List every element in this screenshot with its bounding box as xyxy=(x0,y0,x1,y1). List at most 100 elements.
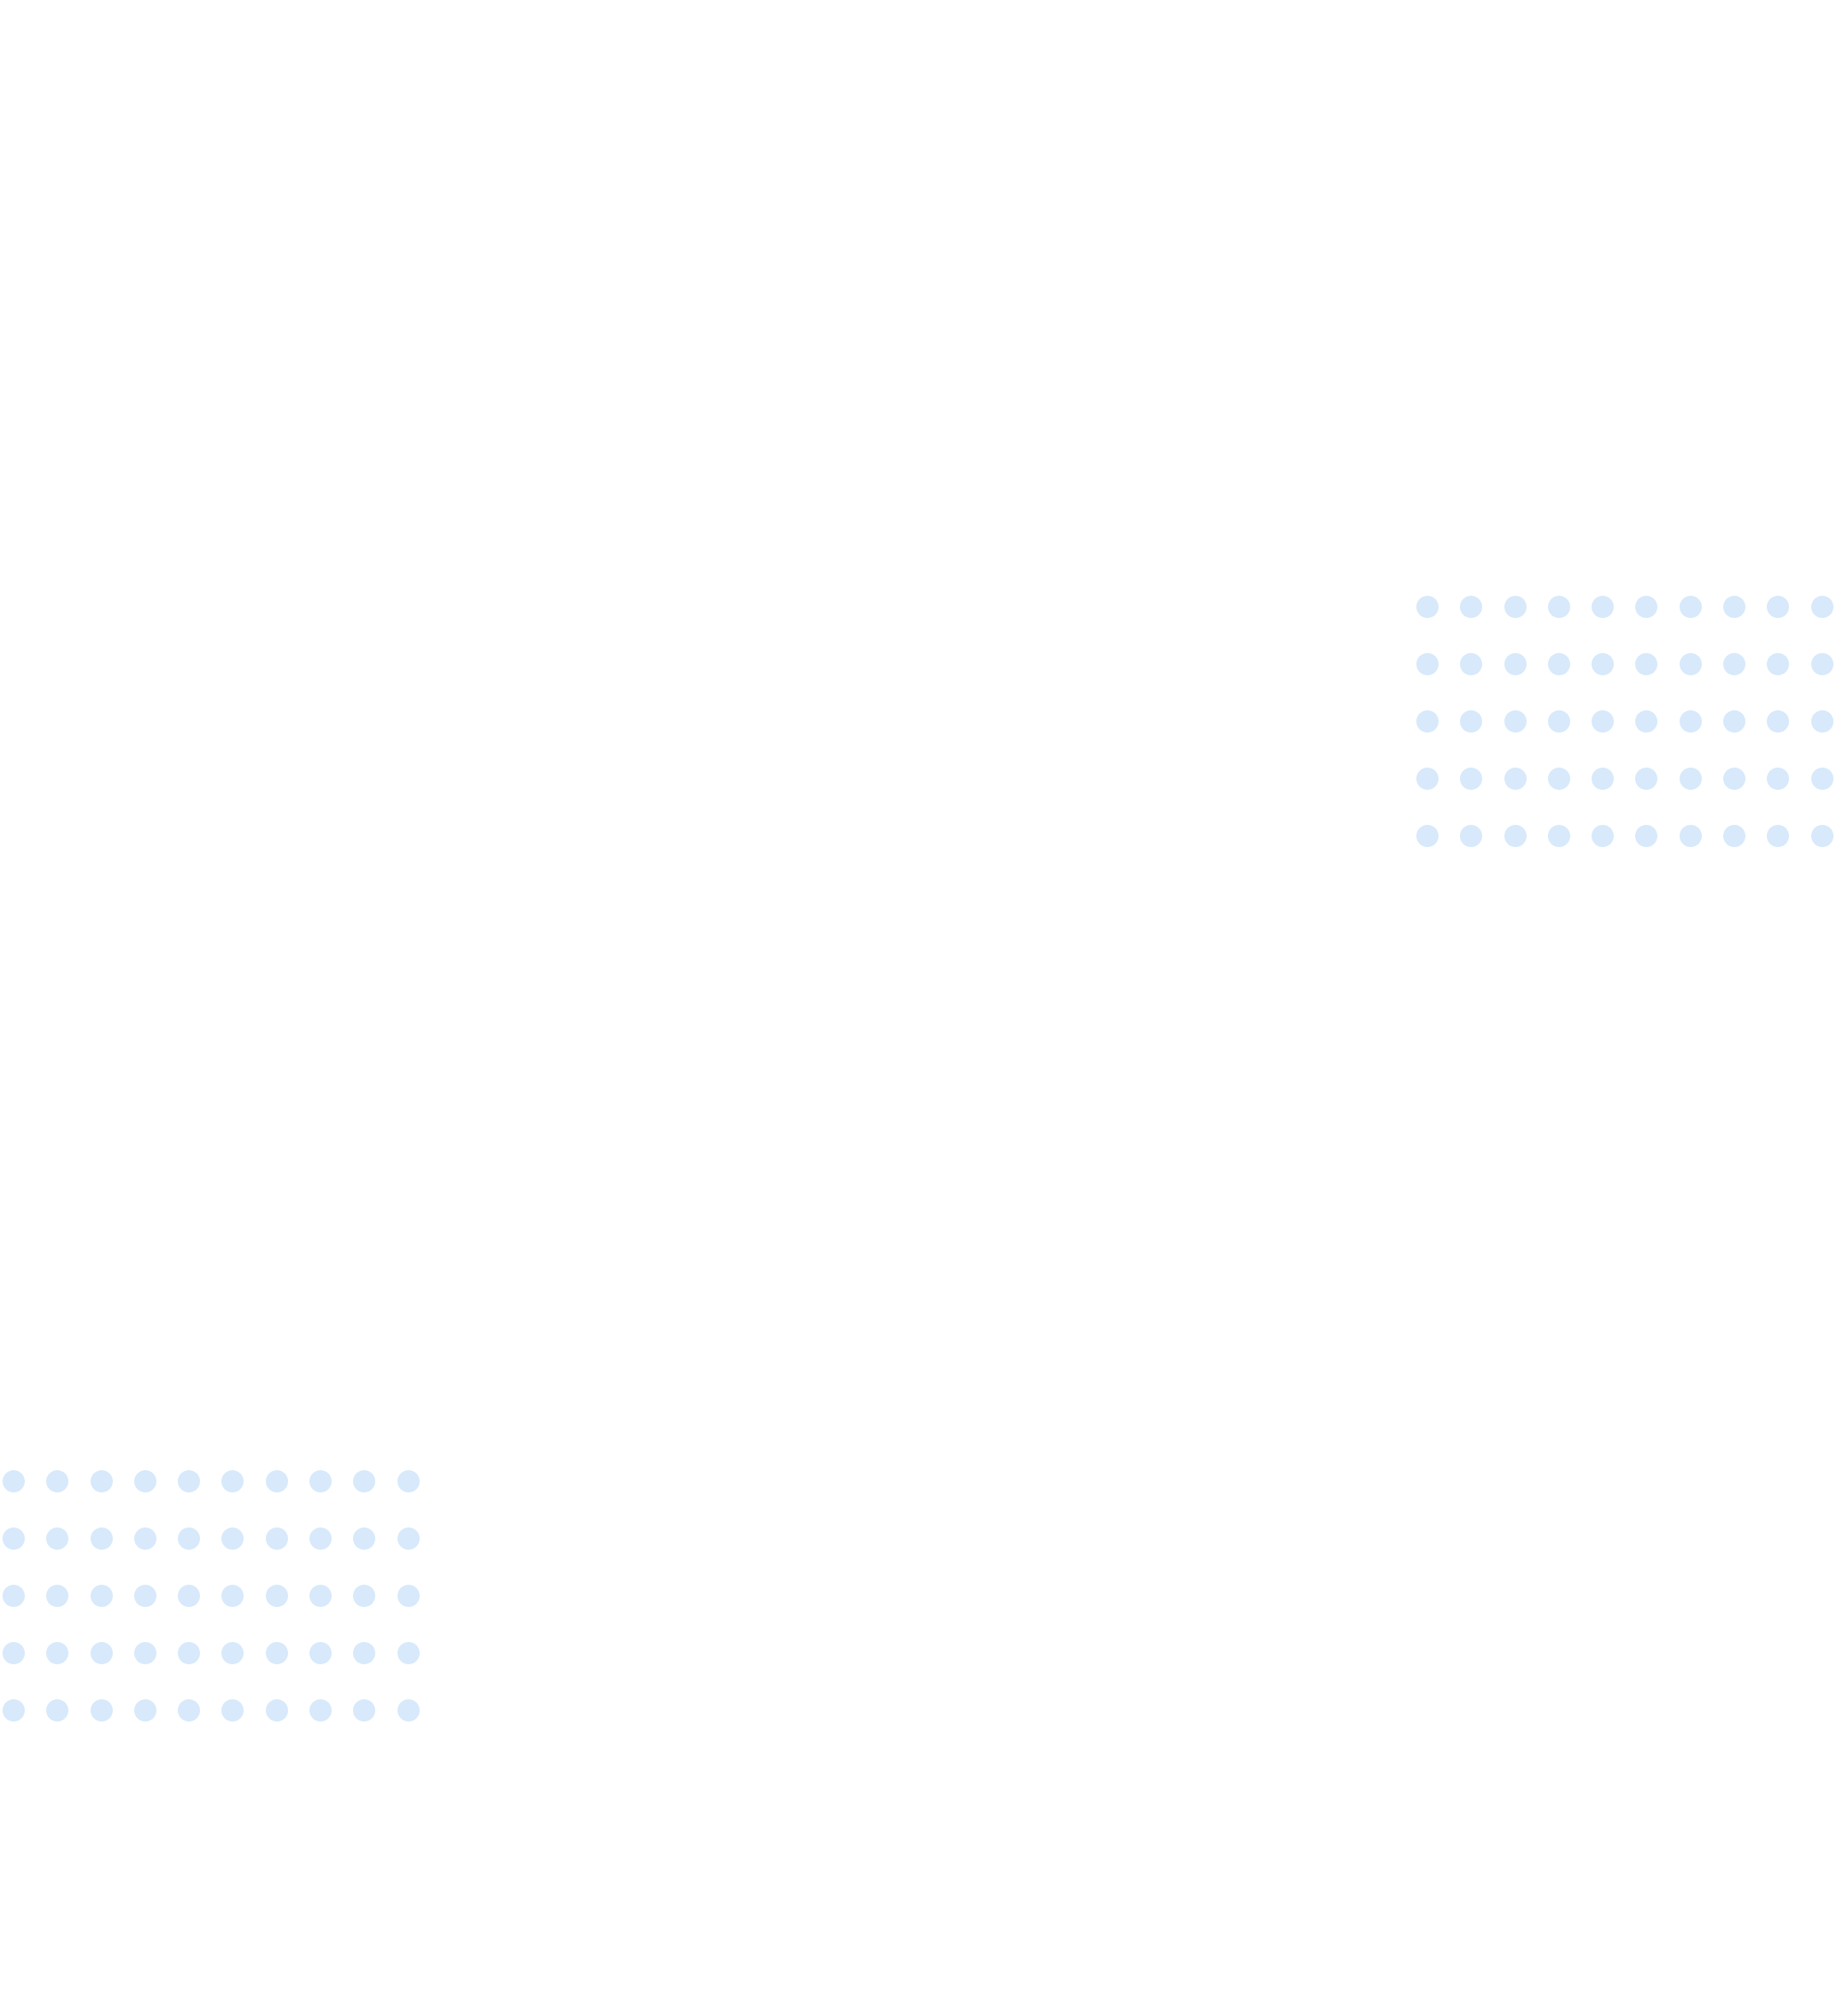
decorative-dot xyxy=(46,1699,69,1722)
decorative-dot xyxy=(1592,596,1615,618)
decorative-dot xyxy=(221,1585,244,1607)
decorative-dot xyxy=(133,1585,156,1607)
decorative-dot xyxy=(353,1470,376,1492)
decorative-dot xyxy=(265,1527,288,1550)
decorative-dot xyxy=(1460,768,1483,790)
decorative-dot xyxy=(90,1470,113,1492)
decorative-dot xyxy=(1547,596,1570,618)
decorative-dot xyxy=(178,1585,201,1607)
decorative-dot xyxy=(1767,825,1790,847)
decorative-dot xyxy=(1723,653,1746,675)
decorative-dot xyxy=(1416,768,1439,790)
decorative-dot xyxy=(309,1585,333,1607)
decorative-dot xyxy=(90,1642,113,1664)
decorative-dot xyxy=(1810,825,1833,847)
decorative-dot xyxy=(1723,825,1746,847)
decorative-dot xyxy=(90,1585,113,1607)
decorative-dot xyxy=(221,1642,244,1664)
decorative-dot xyxy=(309,1699,333,1722)
decorative-dot xyxy=(1504,768,1527,790)
decorative-dot xyxy=(309,1642,333,1664)
decorative-dot xyxy=(3,1699,25,1722)
decorative-dot xyxy=(1460,596,1483,618)
decorative-dot xyxy=(3,1585,25,1607)
decorative-dot xyxy=(1810,596,1833,618)
decorative-dot xyxy=(1767,768,1790,790)
decorative-dot xyxy=(178,1642,201,1664)
decorative-dot xyxy=(1635,825,1658,847)
decorative-dot xyxy=(90,1699,113,1722)
decorative-dot xyxy=(353,1585,376,1607)
decorative-dot xyxy=(353,1527,376,1550)
decorative-dot xyxy=(265,1585,288,1607)
decorative-dot xyxy=(1635,596,1658,618)
decorative-dot xyxy=(1460,825,1483,847)
decorative-dot xyxy=(221,1527,244,1550)
decorative-dot xyxy=(1547,825,1570,847)
decorative-dot xyxy=(1767,710,1790,733)
decorative-dot xyxy=(1547,768,1570,790)
decorative-dot-pattern-top-right xyxy=(1416,596,1833,847)
decorative-dot xyxy=(1635,768,1658,790)
decorative-dot xyxy=(1767,653,1790,675)
decorative-dot xyxy=(3,1470,25,1492)
decorative-dot xyxy=(46,1642,69,1664)
decorative-dot xyxy=(1679,710,1702,733)
decorative-dot xyxy=(265,1642,288,1664)
decorative-dot xyxy=(353,1642,376,1664)
decorative-dot xyxy=(1460,710,1483,733)
decorative-dot xyxy=(133,1527,156,1550)
decorative-dot xyxy=(46,1527,69,1550)
decorative-dot xyxy=(133,1642,156,1664)
decorative-dot xyxy=(1504,825,1527,847)
decorative-dot xyxy=(397,1470,420,1492)
decorative-dot xyxy=(397,1527,420,1550)
decorative-dot xyxy=(46,1470,69,1492)
decorative-dot xyxy=(133,1470,156,1492)
decorative-dot xyxy=(397,1642,420,1664)
decorative-dot xyxy=(1504,653,1527,675)
decorative-dot xyxy=(1679,768,1702,790)
decorative-dot xyxy=(1547,710,1570,733)
decorative-dot xyxy=(1504,596,1527,618)
decorative-dot xyxy=(178,1470,201,1492)
decorative-dot-pattern-bottom-left xyxy=(3,1470,420,1722)
decorative-dot xyxy=(1635,653,1658,675)
decorative-dot xyxy=(46,1585,69,1607)
decorative-dot xyxy=(1592,825,1615,847)
decorative-dot xyxy=(90,1527,113,1550)
decorative-dot xyxy=(1635,710,1658,733)
decorative-dot xyxy=(1679,825,1702,847)
decorative-dot xyxy=(1679,653,1702,675)
decorative-dot xyxy=(353,1699,376,1722)
decorative-dot xyxy=(309,1527,333,1550)
decorative-dot xyxy=(1810,710,1833,733)
decorative-dot xyxy=(1416,710,1439,733)
decorative-dot xyxy=(1592,768,1615,790)
decorative-dot xyxy=(1810,653,1833,675)
decorative-dot xyxy=(3,1642,25,1664)
decorative-dot xyxy=(221,1699,244,1722)
decorative-dot xyxy=(1416,653,1439,675)
decorative-dot xyxy=(221,1470,244,1492)
decorative-dot xyxy=(397,1699,420,1722)
decorative-dot xyxy=(1810,768,1833,790)
decorative-dot xyxy=(265,1699,288,1722)
decorative-dot xyxy=(1460,653,1483,675)
decorative-dot xyxy=(1723,768,1746,790)
decorative-dot xyxy=(1723,596,1746,618)
decorative-dot xyxy=(1592,710,1615,733)
decorative-dot xyxy=(397,1585,420,1607)
decorative-dot xyxy=(265,1470,288,1492)
decorative-dot xyxy=(1416,825,1439,847)
decorative-dot xyxy=(1723,710,1746,733)
decorative-dot xyxy=(178,1699,201,1722)
decorative-dot xyxy=(1592,653,1615,675)
decorative-dot xyxy=(309,1470,333,1492)
decorative-dot xyxy=(1416,596,1439,618)
decorative-dot xyxy=(1679,596,1702,618)
decorative-dot xyxy=(1767,596,1790,618)
decorative-dot xyxy=(3,1527,25,1550)
decorative-dot xyxy=(133,1699,156,1722)
